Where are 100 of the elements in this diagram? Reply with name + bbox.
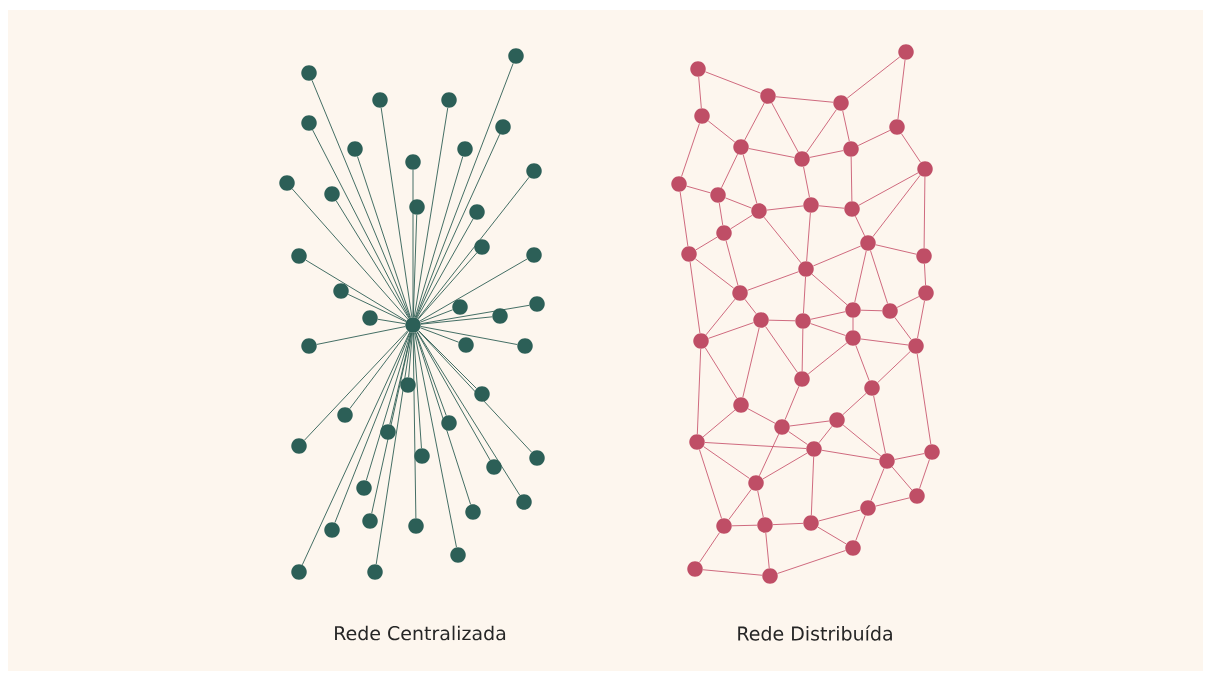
connector-line	[416, 331, 521, 496]
connector-line	[316, 326, 406, 345]
network-node	[526, 163, 542, 179]
network-node	[526, 247, 542, 263]
connector-line	[417, 176, 530, 320]
connector-line	[742, 154, 758, 204]
network-node	[301, 338, 317, 354]
connector-line	[860, 338, 909, 346]
network-node	[517, 338, 533, 354]
connector-line	[699, 449, 723, 519]
connector-line	[809, 150, 844, 158]
connector-line	[415, 62, 514, 319]
network-node	[301, 65, 317, 81]
network-node	[409, 199, 425, 215]
connector-line	[923, 176, 926, 249]
network-node	[441, 92, 457, 108]
connector-line	[748, 148, 795, 158]
connector-line	[788, 431, 808, 445]
connector-line	[810, 311, 846, 320]
connector-line	[846, 56, 901, 99]
connector-line	[698, 76, 702, 109]
connector-line	[818, 509, 861, 522]
network-node	[529, 450, 545, 466]
connector-line	[897, 59, 906, 120]
connector-line	[896, 296, 920, 308]
connector-line	[415, 332, 447, 416]
connector-line	[730, 214, 753, 230]
network-node	[833, 95, 849, 111]
connector-line	[854, 215, 866, 237]
connector-line	[891, 466, 913, 491]
network-node	[372, 92, 388, 108]
connector-line	[380, 107, 413, 318]
network-node	[751, 203, 767, 219]
connector-line	[412, 332, 417, 519]
network-node	[291, 564, 307, 580]
connector-line	[789, 420, 830, 427]
connector-line	[758, 433, 780, 477]
connector-line	[304, 330, 408, 441]
network-node	[681, 246, 697, 262]
connector-line	[916, 353, 932, 445]
network-node	[733, 139, 749, 155]
connector-line	[771, 102, 799, 153]
connector-line	[415, 133, 501, 319]
network-node	[760, 88, 776, 104]
connector-line	[857, 130, 891, 146]
network-node	[924, 444, 940, 460]
connector-line	[810, 456, 815, 516]
network-node	[845, 330, 861, 346]
connector-line	[803, 166, 810, 198]
connector-line	[702, 409, 736, 438]
connector-line	[703, 446, 750, 479]
connector-line	[704, 347, 738, 399]
connector-line	[766, 205, 804, 211]
network-node	[803, 515, 819, 531]
connector-line	[807, 342, 848, 375]
connector-line	[875, 497, 910, 507]
connector-line	[708, 322, 754, 339]
connector-line	[858, 172, 919, 206]
connector-line	[699, 532, 720, 563]
connector-line	[334, 331, 411, 524]
network-node	[909, 488, 925, 504]
connector-line	[855, 515, 866, 541]
network-node	[795, 313, 811, 329]
network-node	[879, 453, 895, 469]
network-node	[279, 175, 295, 191]
network-node	[908, 338, 924, 354]
connector-line	[420, 327, 459, 343]
connector-line	[742, 327, 760, 398]
network-node	[829, 412, 845, 428]
connector-line	[757, 490, 764, 518]
connector-line	[686, 185, 711, 194]
connector-line	[842, 424, 882, 457]
connector-line	[335, 200, 410, 319]
network-node	[844, 201, 860, 217]
network-node	[469, 204, 485, 220]
connector-line	[357, 156, 411, 318]
connector-line	[420, 316, 493, 325]
connector-line	[842, 110, 850, 142]
connector-line	[894, 453, 925, 460]
network-node	[492, 308, 508, 324]
network-node	[450, 547, 466, 563]
connector-line	[413, 107, 449, 318]
connector-line	[695, 236, 718, 251]
network-node	[465, 504, 481, 520]
connector-line	[768, 319, 796, 322]
connector-line	[875, 244, 917, 255]
network-node	[803, 197, 819, 213]
connector-line	[718, 202, 724, 226]
connector-line	[420, 326, 518, 345]
connector-line	[744, 102, 765, 141]
network-node	[291, 248, 307, 264]
network-node	[716, 518, 732, 534]
connector-line	[702, 569, 763, 576]
connector-line	[347, 293, 407, 323]
connector-line	[747, 408, 776, 424]
network-node	[495, 119, 511, 135]
network-node	[845, 302, 861, 318]
connector-line	[414, 156, 464, 318]
network-node	[762, 568, 778, 584]
connector-line	[818, 205, 845, 209]
